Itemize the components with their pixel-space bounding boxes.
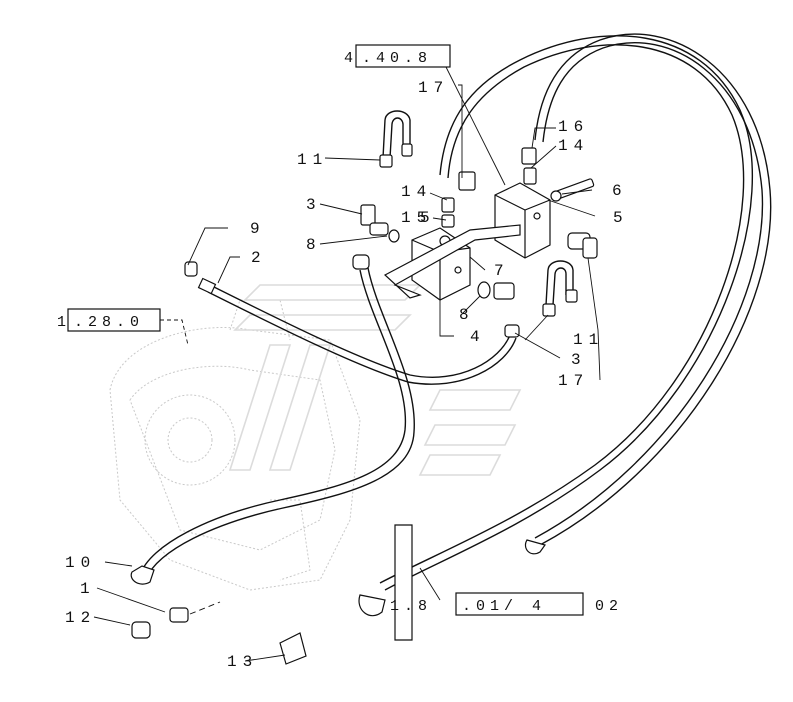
long-outer-hoses (379, 33, 772, 591)
reference-box-text: .01/ 4 (462, 598, 546, 615)
label-3-left: 3 (306, 196, 322, 214)
label-17-bottom: 17 (558, 372, 589, 390)
label-17-top: 17 (418, 79, 449, 97)
reference-box-text: .28.0 (74, 314, 144, 331)
watermark-logo (228, 284, 522, 476)
u-bend-hose-right (542, 260, 578, 317)
label-5-right: 5 (613, 209, 629, 227)
label-10: 10 (65, 554, 96, 572)
reference-suffix: 02 (595, 598, 623, 615)
label-8-center: 8 (459, 306, 475, 324)
label-7: 7 (494, 262, 510, 280)
label-14-right: 14 (558, 137, 589, 155)
label-11-right: 11 (573, 331, 604, 349)
u-bend-hose-top (379, 110, 413, 168)
part-labels: 17 16 14 11 14 6 3 15 5 5 9 8 2 7 8 11 4… (65, 79, 629, 671)
reference-prefix: 4 (344, 50, 358, 67)
label-16: 16 (558, 118, 589, 136)
hose-10 (130, 254, 415, 585)
label-6: 6 (612, 182, 628, 200)
reference-prefix: 1 (57, 314, 71, 331)
mounting-bracket (383, 224, 521, 299)
valve-block-right (494, 182, 551, 259)
fittings (131, 147, 598, 665)
label-1: 1 (80, 580, 96, 598)
label-15: 15 (401, 209, 432, 227)
reference-1-8-01-4-02: 1.8 .01/ 4 02 (390, 592, 623, 616)
label-12: 12 (65, 609, 96, 627)
label-2: 2 (251, 249, 267, 267)
transmission-housing-ghost (109, 299, 361, 591)
reference-1-28-0: 1 .28.0 (57, 308, 161, 332)
label-3-right: 3 (571, 351, 587, 369)
reference-box-text: .40.8 (362, 50, 432, 67)
label-4: 4 (470, 328, 486, 346)
label-8-left: 8 (306, 236, 322, 254)
label-5-center: 5 (420, 209, 436, 227)
label-11-top: 11 (297, 151, 328, 169)
label-9: 9 (250, 220, 266, 238)
label-13: 13 (227, 653, 258, 671)
label-14-center: 14 (401, 183, 432, 201)
reference-prefix: 1.8 (390, 598, 432, 615)
leader-lines (93, 54, 601, 662)
reference-4-40-8: 4 .40.8 (344, 44, 451, 68)
